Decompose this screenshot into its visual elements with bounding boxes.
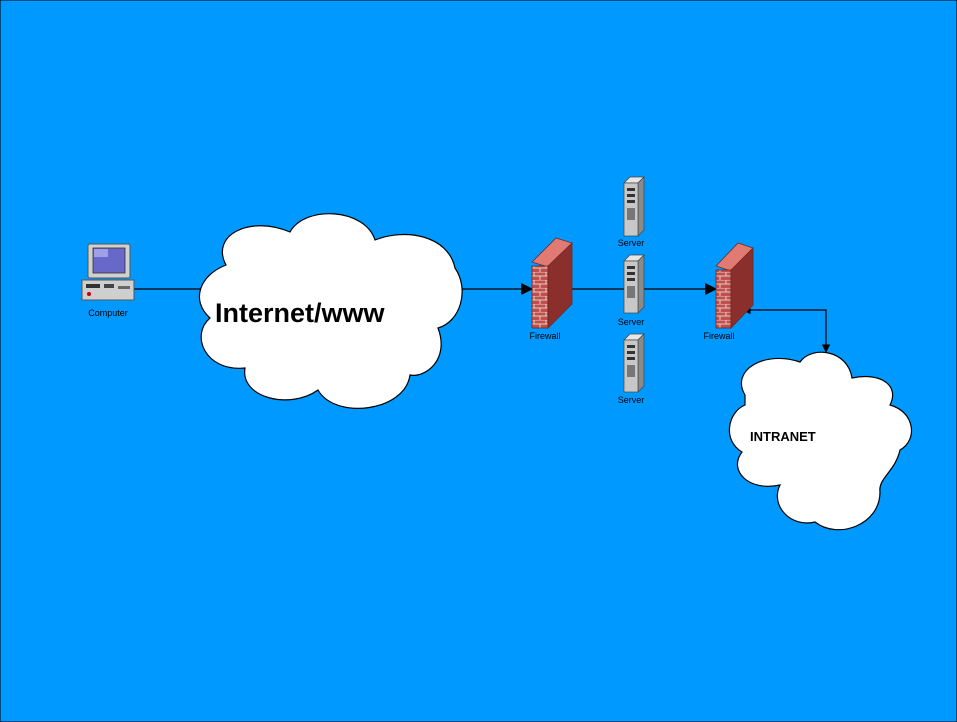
firewall-right-icon <box>715 242 754 329</box>
intranet-cloud <box>728 351 913 531</box>
internet-label: Internet/www <box>215 298 386 328</box>
computer-label: Computer <box>88 308 128 318</box>
server-top-icon <box>623 176 645 237</box>
server-bottom-icon <box>623 333 645 393</box>
server-mid-icon <box>623 254 645 314</box>
firewall-to-intranet-connector <box>742 305 831 353</box>
intranet-label: INTRANET <box>750 429 816 444</box>
firewall-right-label: Firewall <box>703 331 734 341</box>
server-mid-label: Server <box>618 317 645 327</box>
firewall-left-icon <box>531 237 573 329</box>
internet-cloud <box>198 213 463 409</box>
computer-icon <box>81 243 135 301</box>
server-top-label: Server <box>618 238 645 248</box>
firewall-left-label: Firewall <box>529 331 560 341</box>
server-bottom-label: Server <box>618 395 645 405</box>
